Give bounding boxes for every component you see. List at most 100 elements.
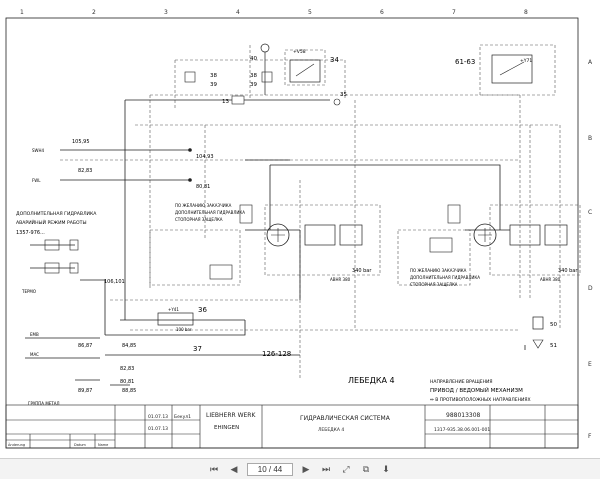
svg-text:35: 35 (340, 92, 347, 98)
svg-text:ДОПОЛНИТЕЛЬНАЯ ГИДРАВЛИКА: ДОПОЛНИТЕЛЬНАЯ ГИДРАВЛИКА (410, 275, 480, 280)
svg-text:36: 36 (198, 306, 207, 314)
col-2: 2 (92, 9, 96, 16)
svg-text:1317-935.38.06.001-001: 1317-935.38.06.001-001 (434, 427, 490, 433)
svg-text:82,83: 82,83 (120, 366, 134, 372)
svg-text:LIEBHERR WERK: LIEBHERR WERK (206, 412, 256, 419)
winch-motor-group-right: ПО ЖЕЛАНИЮ ЗАКАЗЧИКА ДОПОЛНИТЕЛЬНАЯ ГИДР… (410, 204, 578, 287)
check-valve-38-39-left: 38 39 (184, 71, 217, 88)
svg-text:80,81: 80,81 (196, 184, 210, 190)
title-block-text: 01.07.13 01.07.13 Бекул1 LIEBHERR WERK E… (8, 412, 490, 447)
svg-text:ПРИВОД / ВЕДОМЫЙ МЕХАНИЗМ: ПРИВОД / ВЕДОМЫЙ МЕХАНИЗМ (430, 387, 523, 394)
svg-text:ГРУППА МЕТАЛ: ГРУППА МЕТАЛ (28, 401, 59, 406)
col-3: 3 (164, 9, 168, 16)
svg-text:НАПРАВЛЕНИЕ ВРАЩЕНИЯ: НАПРАВЛЕНИЕ ВРАЩЕНИЯ (430, 379, 493, 385)
svg-text:01.07.13: 01.07.13 (148, 414, 168, 420)
row-d: D (588, 285, 593, 292)
svg-text:ДОПОЛНИТЕЛЬНАЯ ГИДРАВЛИКА: ДОПОЛНИТЕЛЬНАЯ ГИДРАВЛИКА (16, 211, 97, 217)
svg-text:СТОПОРНАЯ ЗАЩЕЛКА: СТОПОРНАЯ ЗАЩЕЛКА (410, 282, 458, 287)
check-valve-35: 35 (333, 92, 347, 106)
row-c: C (588, 209, 592, 216)
previous-page-icon[interactable]: ◀ (230, 463, 238, 474)
svg-text:38: 38 (250, 73, 257, 79)
svg-text:89,87: 89,87 (78, 388, 92, 394)
extra-hydraulics-note: ДОПОЛНИТЕЛЬНАЯ ГИДРАВЛИКА АВАРИЙНЫЙ РЕЖИ… (16, 211, 97, 236)
col-4: 4 (236, 9, 240, 16)
svg-text:ГИДРАВЛИЧЕСКАЯ СИСТЕМА: ГИДРАВЛИЧЕСКАЯ СИСТЕМА (300, 415, 391, 422)
row-a: A (588, 59, 593, 66)
svg-text:EHINGEN: EHINGEN (214, 425, 239, 431)
svg-text:38: 38 (210, 73, 217, 79)
svg-text:84,85: 84,85 (122, 343, 136, 349)
valve-61-63: 61-63 +Y71 (455, 54, 532, 84)
row-e: E (588, 361, 592, 368)
svg-text:+Y41: +Y41 (168, 307, 179, 312)
winch-title: ЛЕБЕДКА 4 (348, 376, 395, 385)
col-1: 1 (20, 9, 24, 16)
row-f: F (588, 433, 592, 440)
svg-text:Änderung: Änderung (8, 442, 25, 447)
svg-text:86,87: 86,87 (78, 343, 92, 349)
winch-motor-group-left: ПО ЖЕЛАНИЮ ЗАКАЗЧИКА ДОПОЛНИТЕЛЬНАЯ ГИДР… (175, 203, 372, 282)
thermo-label: ТЕРМО (21, 289, 36, 294)
pressure-switch-40: 40 (250, 43, 270, 95)
label-37: 37 (193, 345, 202, 353)
svg-text:51: 51 (550, 343, 557, 349)
svg-text:ABHR 380: ABHR 380 (330, 277, 351, 282)
svg-text:ABHR 380: ABHR 380 (540, 277, 561, 282)
emergency-valves (44, 239, 79, 274)
hydraulic-schematic-sheet: 1 2 3 4 5 6 7 8 A B C D E F (5, 9, 593, 449)
svg-text:Datum: Datum (74, 443, 86, 447)
zoom-fit-icon[interactable]: ⤢ (342, 463, 350, 474)
col-7: 7 (452, 9, 456, 16)
svg-text:MAC: MAC (30, 352, 39, 357)
svg-text:FWL: FWL (32, 178, 41, 183)
svg-text:ДОПОЛНИТЕЛЬНАЯ ГИДРАВЛИКА: ДОПОЛНИТЕЛЬНАЯ ГИДРАВЛИКА (175, 210, 245, 215)
pdf-viewer-toolbar: ⏮ ◀ 10 / 44 ▶ ⏭ ⤢ ⧉ ⬇ (0, 458, 600, 479)
download-icon[interactable]: ⬇ (382, 463, 390, 474)
svg-text:SWH4: SWH4 (32, 148, 45, 153)
svg-text:EMB: EMB (30, 332, 39, 337)
column-markers: 1 2 3 4 5 6 7 8 (20, 9, 528, 16)
svg-text:СТОПОРНАЯ ЗАЩЕЛКА: СТОПОРНАЯ ЗАЩЕЛКА (175, 217, 223, 222)
col-5: 5 (308, 9, 312, 16)
first-page-icon[interactable]: ⏮ (209, 463, 219, 474)
rotation-direction-note: НАПРАВЛЕНИЕ ВРАЩЕНИЯ ПРИВОД / ВЕДОМЫЙ МЕ… (430, 379, 531, 403)
page-number-field[interactable]: 10 / 44 (247, 462, 293, 476)
svg-text:ПО ЖЕЛАНИЮ ЗАКАЗЧИКА: ПО ЖЕЛАНИЮ ЗАКАЗЧИКА (175, 203, 232, 208)
next-page-icon[interactable]: ▶ (302, 463, 310, 474)
svg-text:01.07.13: 01.07.13 (148, 426, 168, 432)
svg-text:50: 50 (550, 322, 557, 328)
svg-text:ПО ЖЕЛАНИЮ ЗАКАЗЧИКА: ПО ЖЕЛАНИЮ ЗАКАЗЧИКА (410, 268, 467, 273)
svg-text:⇔ В ПРОТИВОПОЛОЖНЫХ НАПРАВЛЕНИ: ⇔ В ПРОТИВОПОЛОЖНЫХ НАПРАВЛЕНИЯХ (430, 397, 531, 403)
lower-left-signals: EMB MAC 86,87 84,85 82,83 80,81 89,87 88… (25, 332, 136, 406)
title-block (5, 404, 579, 449)
svg-text:82,83: 82,83 (78, 168, 92, 174)
svg-text:39: 39 (250, 82, 257, 88)
svg-text:АВАРИЙНЫЙ РЕЖИМ РАБОТЫ: АВАРИЙНЫЙ РЕЖИМ РАБОТЫ (16, 219, 87, 226)
label-126-128: 126-128 (262, 350, 291, 358)
valve-36: 36 +Y41 100 bar (157, 306, 207, 332)
sensor-50-51: 50 51 (532, 316, 557, 349)
svg-text:105,95: 105,95 (72, 139, 90, 145)
svg-text:ЛЕБЕДКА 4: ЛЕБЕДКА 4 (318, 427, 344, 433)
last-page-icon[interactable]: ⏭ (321, 463, 331, 474)
svg-text:Бекул1: Бекул1 (174, 414, 191, 420)
row-b: B (588, 135, 592, 142)
col-8: 8 (524, 9, 528, 16)
svg-text:988013308: 988013308 (446, 412, 481, 419)
valve-v58: +V58 34 (289, 49, 339, 83)
ref-106-101: 106,101 (104, 279, 125, 285)
svg-text:Name: Name (98, 443, 108, 447)
svg-text:40: 40 (250, 56, 257, 62)
svg-text:1357-976...: 1357-976... (16, 230, 45, 236)
svg-text:61-63: 61-63 (455, 58, 475, 66)
svg-text:80,81: 80,81 (120, 379, 134, 385)
svg-text:340 bar: 340 bar (558, 268, 578, 274)
solid-lines (30, 99, 526, 386)
svg-text:88,85: 88,85 (122, 388, 136, 394)
copy-icon[interactable]: ⧉ (362, 463, 370, 474)
check-valve-38-39-right: 38 39 (250, 71, 273, 88)
svg-text:+Y71: +Y71 (520, 58, 532, 64)
svg-text:34: 34 (330, 56, 339, 64)
svg-text:13: 13 (222, 99, 229, 105)
